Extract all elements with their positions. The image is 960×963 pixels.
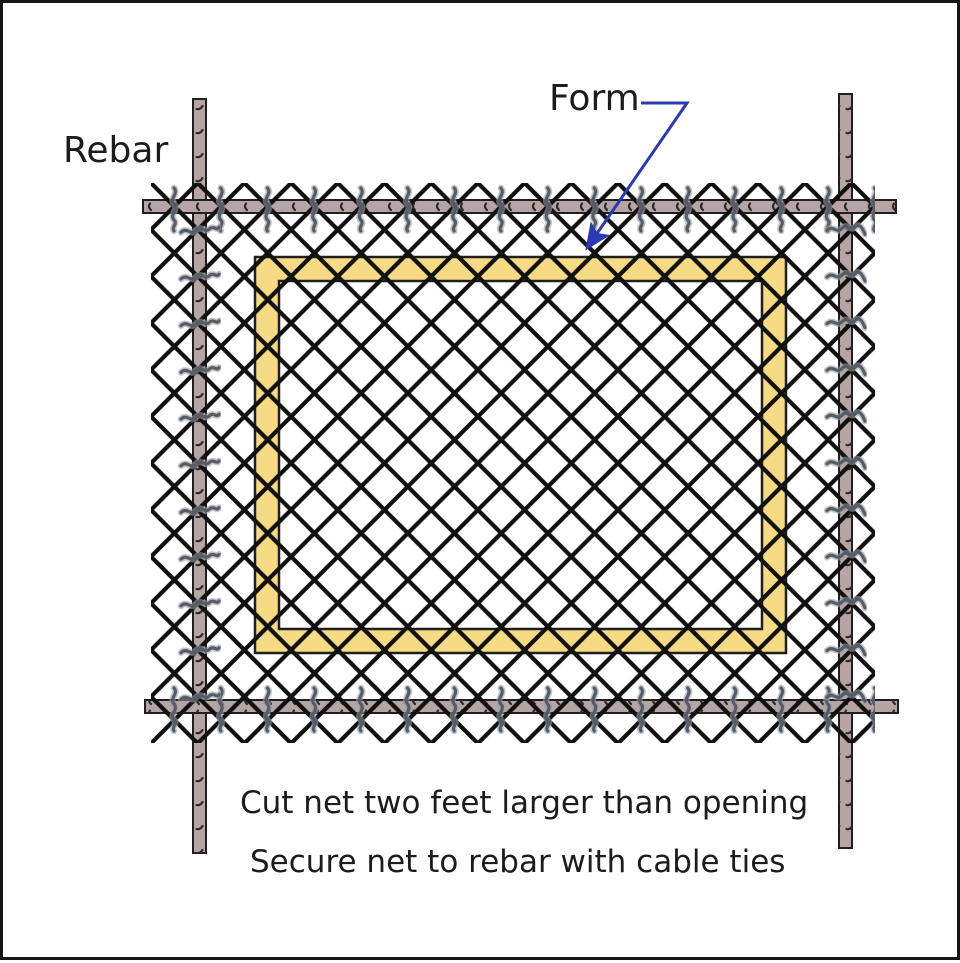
instruction-line-1: Cut net two feet larger than opening [240,785,809,821]
form-leader-line [585,101,690,251]
net-installation-diagram [142,93,899,854]
cable-ties-top [151,184,875,234]
form-label: Form [549,78,640,119]
cable-ties-left [177,206,221,721]
cable-ties-right [823,206,867,721]
net-mesh [151,183,875,743]
cable-ties-bottom [151,684,875,734]
rebar-label: Rebar [63,130,169,171]
instruction-line-2: Secure net to rebar with cable ties [250,844,786,880]
